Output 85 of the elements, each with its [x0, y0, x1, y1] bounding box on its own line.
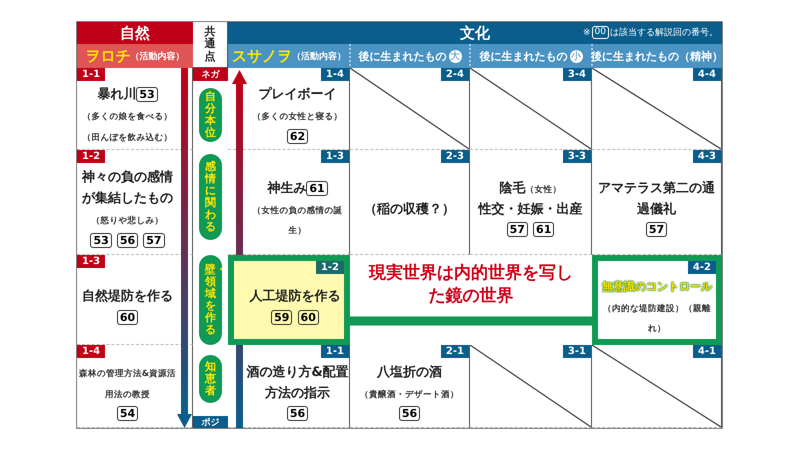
cell-number-tag: 3-3	[562, 150, 591, 163]
cell-number-tag: 3-1	[562, 345, 591, 358]
note-text: （女性の負の感情の誕生）	[252, 206, 342, 236]
table-cell	[470, 150, 592, 255]
episode-number: 56	[286, 406, 308, 422]
table-cell	[228, 150, 350, 255]
cell-number-tag: 1-2	[316, 261, 344, 274]
cell-number-tag: 4-2	[688, 261, 716, 274]
edge-label: 現実世界は内的世界を写した鏡の世界	[368, 262, 574, 308]
episode-number: 61	[306, 180, 328, 196]
cell-text: 人工堤防を作る	[250, 289, 340, 304]
cell-number-tag: 1-3	[320, 150, 349, 163]
episode-number: 54	[116, 406, 138, 422]
cell-number-tag: 1-4	[320, 68, 349, 81]
table-cell	[77, 68, 193, 150]
episode-number: 60	[116, 310, 138, 325]
trait-pill: 壁・領域を作る	[199, 255, 222, 345]
cell-text: 自然堤防を作る	[82, 288, 173, 304]
column-header: ヲロチ（活動内容）	[77, 44, 193, 68]
note-text: （内的な堤防建設）（親離れ）	[603, 304, 711, 334]
table-cell	[77, 150, 193, 255]
cell-text: プレイボーイ	[258, 87, 336, 102]
cell-number-tag: 4-3	[692, 150, 721, 163]
table-cell	[228, 255, 350, 345]
cell-number-tag: 1-1	[320, 345, 349, 358]
cell-text: 無意識のコントロール	[602, 280, 712, 293]
table-cell	[592, 255, 722, 345]
note-text: （多くの娘を食べる）	[82, 112, 172, 122]
scale-label: ネガ	[193, 68, 228, 81]
cell-number-tag: 1-4	[77, 345, 106, 358]
cell-text: 神々の負の感情が集結したもの	[82, 170, 173, 206]
column-header: 後に生まれたもの（精神）	[592, 44, 722, 68]
trait-pill: 知恵者	[199, 355, 222, 403]
trait-pill: 自分本位	[199, 88, 222, 142]
cell-text: 酒の造り方&配置方法の指示	[246, 364, 349, 401]
episode-number: 00	[592, 26, 609, 39]
note-text: （女性）	[526, 184, 562, 195]
cell-number-tag: 1-3	[77, 255, 106, 268]
header-band: 自然	[77, 22, 193, 44]
table-cell	[350, 150, 470, 255]
trait-pill: 感情に関わる	[199, 154, 222, 240]
column-header: 後に生まれたもの 小	[470, 44, 592, 68]
episode-number: 53	[90, 232, 112, 248]
episode-number: 53	[136, 87, 158, 102]
cell-number-tag: 2-3	[440, 150, 469, 163]
column-header: 共通点	[193, 22, 228, 68]
cell-text: アマテラス第二の通過儀礼	[598, 180, 715, 217]
cell-number-tag: 1-2	[77, 150, 106, 163]
episode-number: 60	[298, 310, 319, 326]
episode-number: 62	[286, 128, 308, 144]
connector-line	[350, 316, 592, 326]
cell-text: 陰毛	[500, 180, 526, 196]
cell-number-tag: 3-4	[562, 68, 591, 81]
note-text: （多くの女性と寝る）	[252, 112, 342, 122]
episode-number: 61	[533, 222, 554, 238]
note-text: は該当する解説回の番号。	[610, 26, 718, 39]
cell-number-tag: 4-1	[692, 345, 721, 358]
cell-text: 性交・妊娠・出産	[478, 202, 582, 217]
episode-number: 56	[116, 232, 138, 248]
note-text: （貴醸酒・デザート酒）	[360, 390, 459, 400]
table-cell	[350, 345, 470, 428]
note-text: （怒りや悲しみ）	[92, 216, 164, 226]
episode-number: 57	[143, 232, 165, 248]
cell-number-tag: 2-1	[440, 345, 469, 358]
table-cell	[77, 255, 193, 345]
column-header: スサノヲ（活動内容）	[228, 44, 350, 68]
cell-text: （稲の収穫？）	[364, 202, 455, 217]
cell-number-tag: 1-1	[77, 68, 106, 81]
cell-number-tag: 2-4	[440, 68, 469, 81]
note-text: ※	[583, 28, 591, 38]
table-cell	[228, 68, 350, 150]
note-text: 森林の管理方法&資源活用法の教授	[78, 368, 176, 400]
cell-text: 八塩折の酒	[377, 364, 442, 380]
note-text: （田んぼを飲み込む）	[82, 132, 172, 143]
cell-text: 神生み	[267, 180, 306, 196]
episode-number: 57	[506, 222, 528, 238]
cell-number-tag: 4-4	[692, 68, 721, 81]
table-cell	[77, 345, 193, 428]
episode-number: 59	[271, 310, 292, 326]
episode-number: 56	[398, 406, 420, 422]
table-cell	[592, 150, 722, 255]
episode-number: 57	[646, 222, 668, 238]
cell-text: 暴れ川	[97, 87, 136, 102]
table-cell	[228, 345, 350, 428]
column-header: 後に生まれたもの 大	[350, 44, 470, 68]
